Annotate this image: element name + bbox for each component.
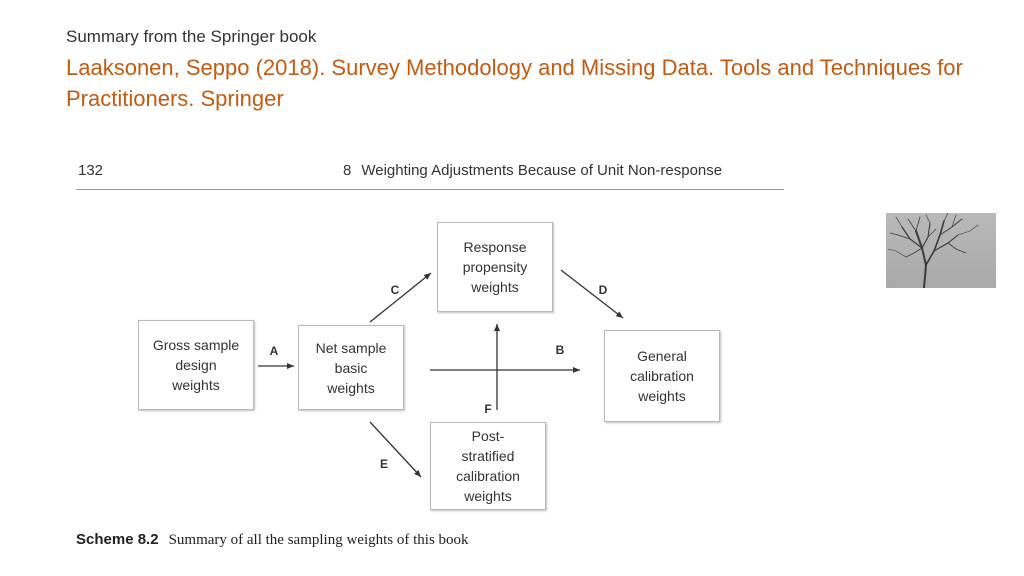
slide-title: Laaksonen, Seppo (2018). Survey Methodol… — [66, 55, 963, 111]
arrow-label-f: F — [484, 402, 491, 416]
slide-subtitle: Summary from the Springer book — [66, 27, 317, 46]
chapter-heading: 8 Weighting Adjustments Because of Unit N… — [343, 162, 722, 179]
box-post-stratified-calibration-weights: Post- stratified calibration weights — [430, 422, 546, 510]
caption-text: Summary of all the sampling weights of t… — [168, 532, 469, 548]
arrow-label-c: C — [391, 283, 400, 297]
tree-photo — [886, 213, 996, 288]
diagram-arrows: A C D E B F — [258, 269, 624, 478]
header-rule — [76, 189, 784, 190]
book-page-excerpt: 132 8 Weighting Adjustments Because of Un… — [68, 150, 788, 560]
chapter-number: 8 — [343, 162, 352, 179]
arrow-e — [369, 421, 422, 478]
caption-label: Scheme 8.2 — [76, 531, 159, 548]
arrow-label-e: E — [380, 457, 388, 471]
scheme-caption: Scheme 8.2 Summary of all the sampling we… — [76, 531, 469, 549]
chapter-title: Weighting Adjustments Because of Unit No… — [361, 162, 723, 179]
arrow-label-b: B — [556, 343, 565, 357]
box-gross-sample-design-weights: Gross sample design weights — [138, 320, 254, 410]
box-net-sample-basic-weights: Net sample basic weights — [298, 325, 404, 410]
arrow-d — [560, 269, 624, 319]
bare-tree-image — [887, 213, 979, 288]
arrow-label-a: A — [270, 344, 279, 358]
arrow-c — [369, 272, 432, 323]
box-general-calibration-weights: General calibration weights — [604, 330, 720, 422]
arrow-label-d: D — [599, 283, 608, 297]
box-response-propensity-weights: Response propensity weights — [437, 222, 553, 312]
slide-header: Summary from the Springer book Laaksonen… — [66, 26, 986, 114]
page-number: 132 — [78, 162, 104, 179]
